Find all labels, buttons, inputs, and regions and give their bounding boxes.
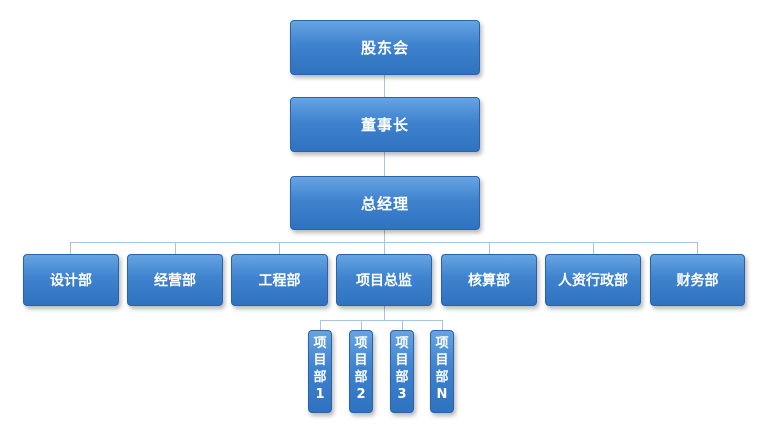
dept-business-box: 经营部 [127, 254, 223, 306]
project-dept-1-label: 项目部1 [313, 336, 327, 402]
dept-business-label: 经营部 [154, 273, 196, 289]
dept-engineering-box: 工程部 [231, 254, 328, 306]
dept-project-director-box: 项目总监 [336, 254, 432, 306]
connector-project-2 [361, 320, 362, 330]
dept-hr-admin-label: 人资行政部 [558, 273, 628, 289]
connector-project-1 [320, 320, 321, 330]
dept-accounting-label: 核算部 [468, 273, 510, 289]
chairman-label: 董事长 [360, 116, 409, 134]
connector-projects-trunk [384, 306, 385, 320]
connector-dept-3 [279, 242, 280, 254]
connector-gm-trunk [384, 230, 385, 242]
dept-finance-label: 财务部 [676, 273, 719, 289]
dept-accounting-box: 核算部 [441, 254, 537, 306]
connector-dept-6 [593, 242, 594, 254]
project-dept-1-box: 项目部1 [308, 330, 332, 413]
dept-design-label: 设计部 [50, 273, 92, 289]
dept-project-director-label: 项目总监 [356, 273, 412, 289]
project-dept-3-label: 项目部3 [395, 336, 409, 402]
project-dept-2-label: 项目部2 [354, 336, 368, 402]
connector-project-3 [402, 320, 403, 330]
shareholders-label: 股东会 [360, 39, 409, 57]
connector-project-4 [442, 320, 443, 330]
project-dept-3-box: 项目部3 [390, 330, 414, 413]
project-dept-n-label: 项目部N [435, 336, 449, 402]
shareholders-box: 股东会 [290, 20, 480, 75]
dept-design-box: 设计部 [23, 254, 119, 306]
connector-chairman-gm [384, 152, 385, 176]
dept-hr-admin-box: 人资行政部 [545, 254, 641, 306]
dept-finance-box: 财务部 [650, 254, 745, 306]
general-manager-box: 总经理 [290, 176, 480, 230]
general-manager-label: 总经理 [360, 194, 409, 213]
project-dept-2-box: 项目部2 [349, 330, 373, 413]
connector-dept-7 [697, 242, 698, 254]
project-dept-n-box: 项目部N [430, 330, 454, 413]
chairman-box: 董事长 [290, 97, 480, 152]
connector-dept-1 [70, 242, 71, 254]
connector-projects-bus [320, 320, 442, 321]
dept-engineering-label: 工程部 [258, 273, 301, 289]
connector-dept-4 [384, 242, 385, 254]
connector-dept-5 [489, 242, 490, 254]
connector-dept-2 [175, 242, 176, 254]
connector-shareholders-chairman [384, 75, 385, 97]
